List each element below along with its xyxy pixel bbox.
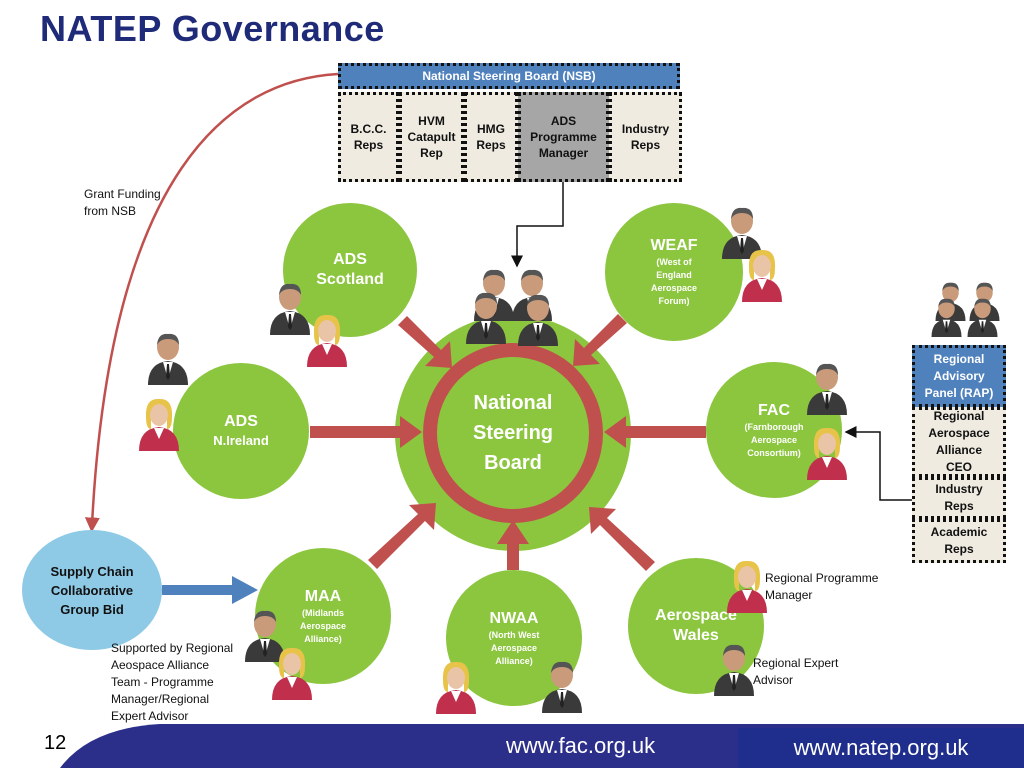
natep-url-label: www.natep.org.uk (793, 735, 969, 760)
rap-industry: Industry Reps (912, 477, 1006, 519)
supported-by-note: Supported by Regional Aeospace Alliance … (111, 641, 234, 723)
businesswoman-icon (307, 314, 347, 367)
grant-funding-note: Grant Funding from NSB (84, 187, 161, 218)
nsb-cell-industry: Industry Reps (609, 92, 682, 182)
businesswoman-icon (139, 398, 179, 451)
nsb-cell-ads-pm: ADS Programme Manager (518, 92, 609, 182)
node-name: WEAF (650, 237, 698, 254)
grant-funding-arrow (84, 72, 339, 533)
supply-chain-label: Supply Chain Collaborative Group Bid (50, 563, 134, 617)
rap-header: Regional Advisory Panel (RAP) (912, 345, 1006, 407)
node-sub: N.Ireland (213, 433, 269, 448)
rap-academic: Academic Reps (912, 519, 1006, 563)
nsb-cell-hmg: HMG Reps (464, 92, 518, 182)
arrow-maa (368, 503, 436, 569)
businessman-icon (542, 661, 582, 713)
page-title: NATEP Governance (40, 8, 385, 49)
node-sub: (Midlands Aerospace Alliance) (299, 607, 347, 644)
regional-expert-advisor-note: Regional Expert Advisor (753, 656, 839, 687)
businesswoman-icon (727, 560, 767, 613)
page-number: 12 (44, 732, 67, 754)
supply-chain-arrow (162, 576, 258, 604)
businessman-icon (148, 333, 188, 385)
businessman-icon (270, 283, 310, 335)
node-ads-nireland[interactable]: ADS N.Ireland (173, 363, 309, 499)
nsb-cell-hvm: HVM Catapult Rep (399, 92, 464, 182)
arrow-wales (589, 507, 655, 571)
node-ads-scotland[interactable]: ADS Scotland (283, 203, 417, 337)
natep-url-link[interactable]: www.natep.org.uk (738, 728, 1024, 768)
nsb-header: National Steering Board (NSB) (338, 63, 680, 89)
node-name: NWAA (489, 609, 539, 627)
businessman-icon (807, 363, 847, 415)
nsb-cell-bcc: B.C.C. Reps (338, 92, 399, 182)
regional-programme-manager-note: Regional Programme Manager (765, 571, 879, 602)
node-name: ADS (224, 413, 258, 430)
arrow-nireland (310, 416, 422, 448)
node-sub: (North West Aerospace Alliance) (488, 629, 540, 666)
businessman-icon (245, 610, 285, 662)
rap-connector (844, 426, 912, 501)
node-sub: (Farnborough Aerospace Consortium) (744, 421, 804, 458)
supply-chain-bid[interactable]: Supply Chain Collaborative Group Bid (22, 530, 162, 650)
node-sub: (West of England Aerospace Forum) (650, 257, 698, 306)
arrow-weaf (573, 314, 627, 366)
node-name: FAC (758, 401, 790, 419)
arrow-fac (604, 416, 706, 448)
rap-ceo: Regional Aerospace Alliance CEO (912, 407, 1006, 477)
node-name: ADS Scotland (316, 251, 384, 288)
programme-manager-connector (511, 182, 564, 268)
businessman-icon (714, 644, 754, 696)
node-name: Aerospace Wales (655, 607, 737, 644)
businesswoman-icon (436, 661, 476, 714)
arrow-ads-scotland (398, 316, 452, 368)
nsb-inner-circle[interactable]: National Steering Board (437, 357, 589, 509)
node-weaf[interactable]: WEAF (West of England Aerospace Forum) (605, 203, 743, 341)
fac-url-link[interactable]: www.fac.org.uk (506, 733, 656, 758)
arrow-nwaa (497, 520, 529, 570)
node-name: MAA (304, 587, 342, 605)
nsb-center-label: National Steering Board (472, 392, 554, 474)
businesswoman-icon (807, 427, 847, 480)
